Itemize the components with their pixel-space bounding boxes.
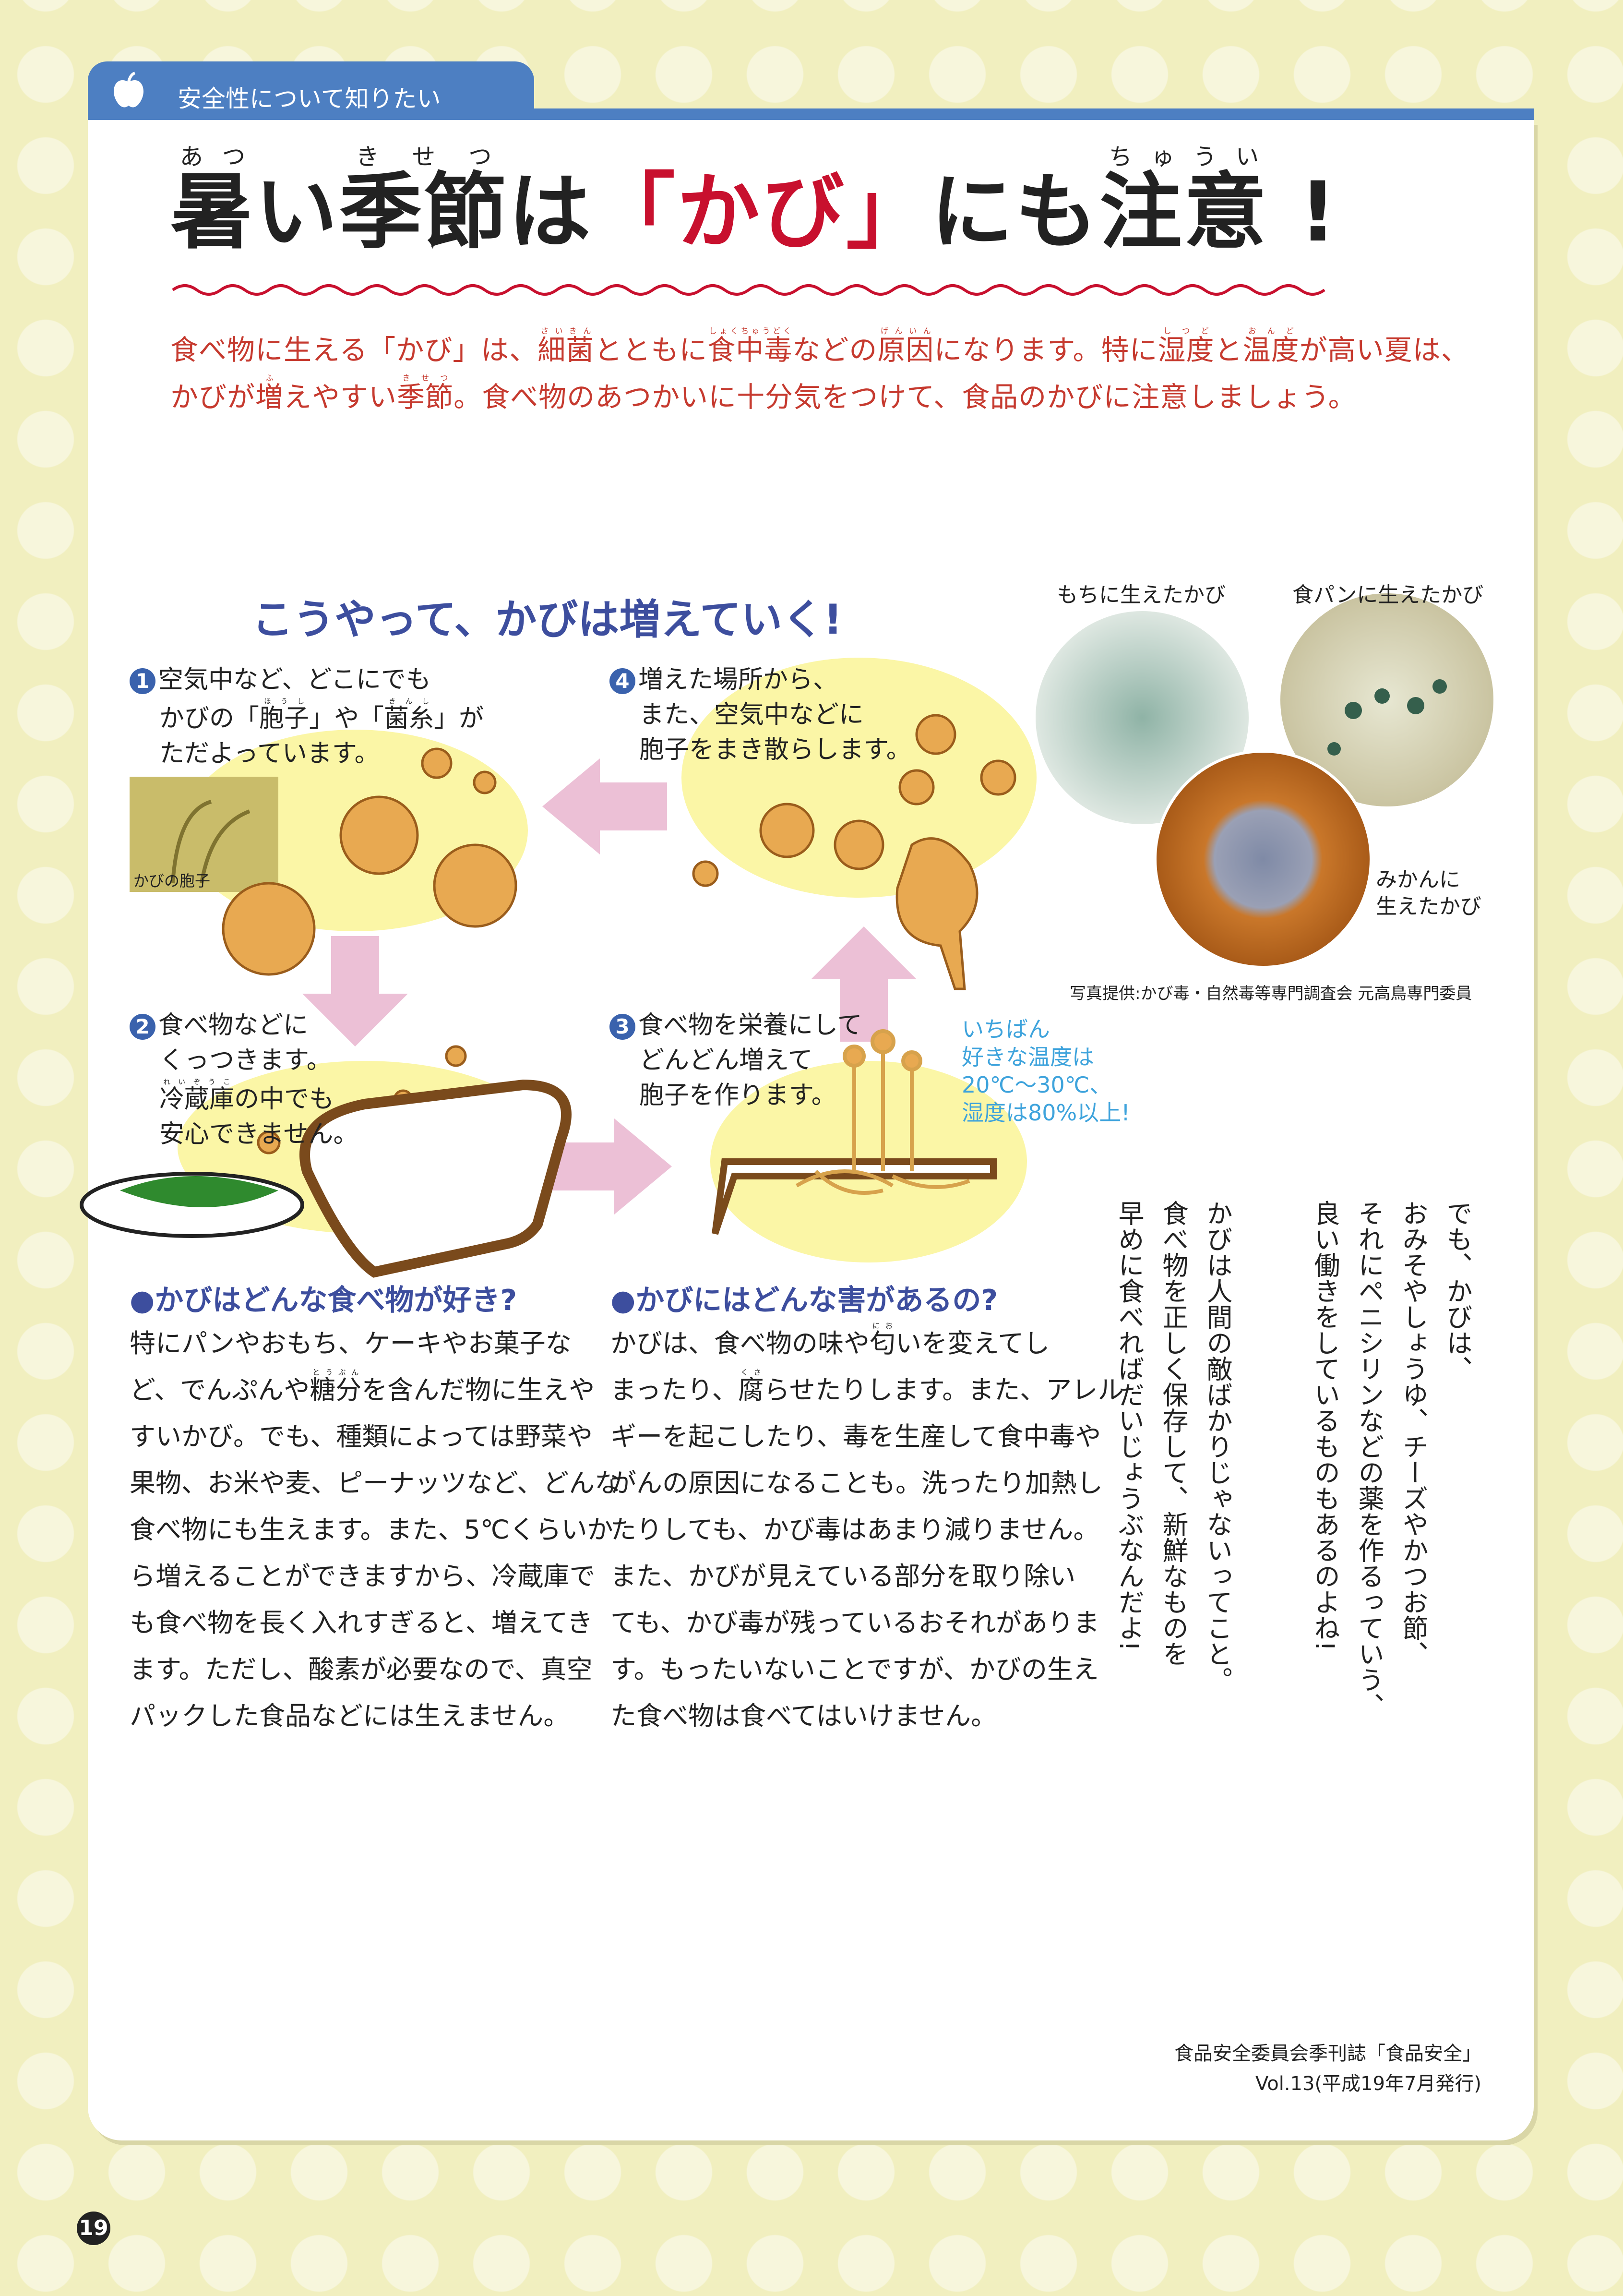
step-text: 食べ物を栄養にして bbox=[638, 1011, 862, 1040]
caption-line: みかんに bbox=[1376, 867, 1460, 892]
caption-mikan: みかんに 生えたかび bbox=[1376, 866, 1481, 920]
vertical-line: それにペニシリンなどの薬を作るっていう、 bbox=[1354, 1200, 1384, 1719]
page-title: 暑あつい季節きせつは「かび」にも注意ちゅうい ! bbox=[170, 144, 1338, 264]
title-segment: 「かび」 bbox=[593, 164, 931, 260]
step-number-badge: 3 bbox=[609, 1014, 635, 1040]
intro-line: 食べ物に生える「かび」は、細菌さいきんとともに食中毒しょくちゅうどくなどの原因げ… bbox=[170, 326, 1469, 366]
arrow-right bbox=[547, 1118, 672, 1214]
body-line: 食べ物にも生えます。また、5℃くらいか bbox=[130, 1515, 613, 1545]
title-segment: は bbox=[508, 164, 593, 260]
step-number-badge: 2 bbox=[130, 1014, 155, 1040]
intro-line: かびが増ふえやすい季節きせつ。食べ物のあつかいに十分気をつけて、食品のかびに注意… bbox=[170, 373, 1357, 413]
hyphae bbox=[795, 1029, 970, 1195]
step-text: 増えた場所から、 bbox=[638, 665, 838, 694]
step-number-badge: 1 bbox=[130, 668, 155, 694]
note-line: いちばん bbox=[962, 1016, 1050, 1042]
header-rule bbox=[88, 108, 1534, 120]
step-text: 食べ物などに bbox=[158, 1011, 309, 1040]
vertical-message-2: かびは人間の敵ばかりじゃないってこと。食べ物を正しく保存して、新鮮なものを早めに… bbox=[1107, 1200, 1239, 1693]
temperature-note: いちばん 好きな温度は 20℃〜30℃、 湿度は80%以上! bbox=[962, 1015, 1130, 1127]
photo-mikan-mold bbox=[1154, 750, 1372, 969]
title-wavy-underline bbox=[172, 284, 1325, 296]
vertical-line: 良い働きをしているものもあるのよね! bbox=[1310, 1200, 1340, 1651]
caption-bread: 食パンに生えたかび bbox=[1292, 583, 1484, 607]
body-line: す。もったいないことですが、かびの生え bbox=[610, 1654, 1099, 1684]
section-heading: ●かびにはどんな害があるの? bbox=[610, 1284, 998, 1317]
arrow-up bbox=[811, 926, 917, 1042]
body-line: かびは、食べ物の味や匂においを変えてし bbox=[610, 1322, 1050, 1358]
section-heading: ●かびはどんな食べ物が好き? bbox=[130, 1284, 517, 1317]
cycle-heading: こうやって、かびは増えていく! bbox=[252, 596, 843, 644]
publication-title: 食品安全委員会季刊誌「食品安全」 bbox=[1174, 2043, 1481, 2065]
step-number-badge: 4 bbox=[609, 668, 635, 694]
arrow-down bbox=[302, 936, 408, 1046]
title-segment: 季節きせつ bbox=[339, 144, 508, 260]
apple-icon bbox=[114, 72, 143, 108]
step-text: かびの「胞子ほうし」や「菌糸きんし」が bbox=[159, 697, 484, 733]
title-segment: 暑あつ bbox=[170, 144, 255, 260]
bread-board bbox=[712, 1158, 997, 1235]
title-segment: にも bbox=[931, 164, 1099, 260]
vertical-line: 食べ物を正しく保存して、新鮮なものを bbox=[1158, 1200, 1188, 1667]
body-line: たりしても、かび毒はあまり減りません。 bbox=[610, 1515, 1099, 1545]
arrow-left bbox=[542, 758, 667, 854]
body-line: ます。ただし、酸素が必要なので、真空 bbox=[130, 1654, 593, 1684]
vertical-line: 早めに食べればだいじょうぶなんだよ! bbox=[1114, 1200, 1144, 1651]
caption-mochi: もちに生えたかび bbox=[1057, 583, 1226, 607]
vertical-message-1: でも、かびは、おみそやしょうゆ、チーズやかつお節、それにペニシリンなどの薬を作る… bbox=[1302, 1200, 1479, 1719]
body-line: ら増えることができますから、冷蔵庫で bbox=[130, 1561, 596, 1591]
title-segment: 注意ちゅうい bbox=[1099, 144, 1268, 260]
vertical-line: おみそやしょうゆ、チーズやかつお節、 bbox=[1398, 1200, 1428, 1667]
note-line: 湿度は80%以上! bbox=[962, 1100, 1130, 1126]
title-segment: ! bbox=[1268, 164, 1339, 260]
body-line: まったり、腐くさらせたりします。また、アレル bbox=[610, 1368, 1124, 1405]
body-line: ど、でんぷんや糖分とうぶんを含んだ物に生えや bbox=[130, 1368, 595, 1405]
vertical-line: かびは人間の敵ばかりじゃないってこと。 bbox=[1202, 1200, 1232, 1693]
publication-issue: Vol.13(平成19年7月発行) bbox=[1255, 2073, 1481, 2095]
section-body: 特にパンやおもち、ケーキやお菓子など、でんぷんや糖分とうぶんを含んだ物に生えやす… bbox=[130, 1320, 621, 1739]
body-line: がんの原因になることも。洗ったり加熱し bbox=[610, 1468, 1103, 1498]
step-text: ただよっています。 bbox=[159, 739, 380, 768]
photo-credit: 写真提供:かび毒・自然毒等専門調査会 元高鳥専門委員 bbox=[1070, 984, 1472, 1003]
body-line: 特にパンやおもち、ケーキやお菓子な bbox=[130, 1328, 572, 1358]
step-text: 冷蔵庫れいぞうこの中でも bbox=[159, 1078, 334, 1114]
title-segment: い bbox=[255, 164, 339, 260]
step-text: くっつきます。 bbox=[159, 1046, 332, 1075]
vegetables bbox=[120, 1176, 278, 1207]
step-text: どんどん増えて bbox=[639, 1046, 813, 1075]
page-number: 19 bbox=[77, 2212, 110, 2245]
note-line: 20℃〜30℃、 bbox=[962, 1072, 1112, 1098]
body-line: ギーを起こしたり、毒を生産して食中毒や bbox=[610, 1421, 1101, 1452]
section-body: かびは、食べ物の味や匂においを変えてしまったり、腐くさらせたりします。また、アレ… bbox=[610, 1320, 1123, 1739]
photo-mochi-mold bbox=[1033, 608, 1252, 827]
vertical-line: でも、かびは、 bbox=[1442, 1200, 1472, 1382]
body-line: ても、かび毒が残っているおそれがありま bbox=[610, 1608, 1099, 1638]
step-text: 胞子をまき散らします。 bbox=[639, 735, 911, 764]
step-text: 胞子を作ります。 bbox=[639, 1081, 836, 1110]
body-line: すいかび。でも、種類によっては野菜や bbox=[130, 1421, 593, 1452]
note-line: 好きな温度は bbox=[962, 1044, 1094, 1070]
step-text: 空気中など、どこにでも bbox=[158, 665, 431, 694]
spore-photo-label: かびの胞子 bbox=[133, 872, 211, 890]
section-tab-label: 安全性について知りたい bbox=[178, 85, 441, 113]
body-line: た食べ物は食べてはいけません。 bbox=[610, 1701, 997, 1731]
bread-slice bbox=[299, 1079, 572, 1278]
body-line: パックした食品などには生えません。 bbox=[130, 1701, 570, 1731]
body-line: 果物、お米や麦、ピーナッツなど、どんな bbox=[130, 1468, 621, 1498]
body-line: また、かびが見えている部分を取り除い bbox=[610, 1561, 1076, 1591]
caption-line: 生えたかび bbox=[1376, 894, 1481, 919]
step-text: 安心できません。 bbox=[159, 1120, 358, 1149]
body-line: も食べ物を長く入れすぎると、増えてき bbox=[130, 1608, 593, 1638]
step-text: また、空気中などに bbox=[639, 700, 864, 729]
